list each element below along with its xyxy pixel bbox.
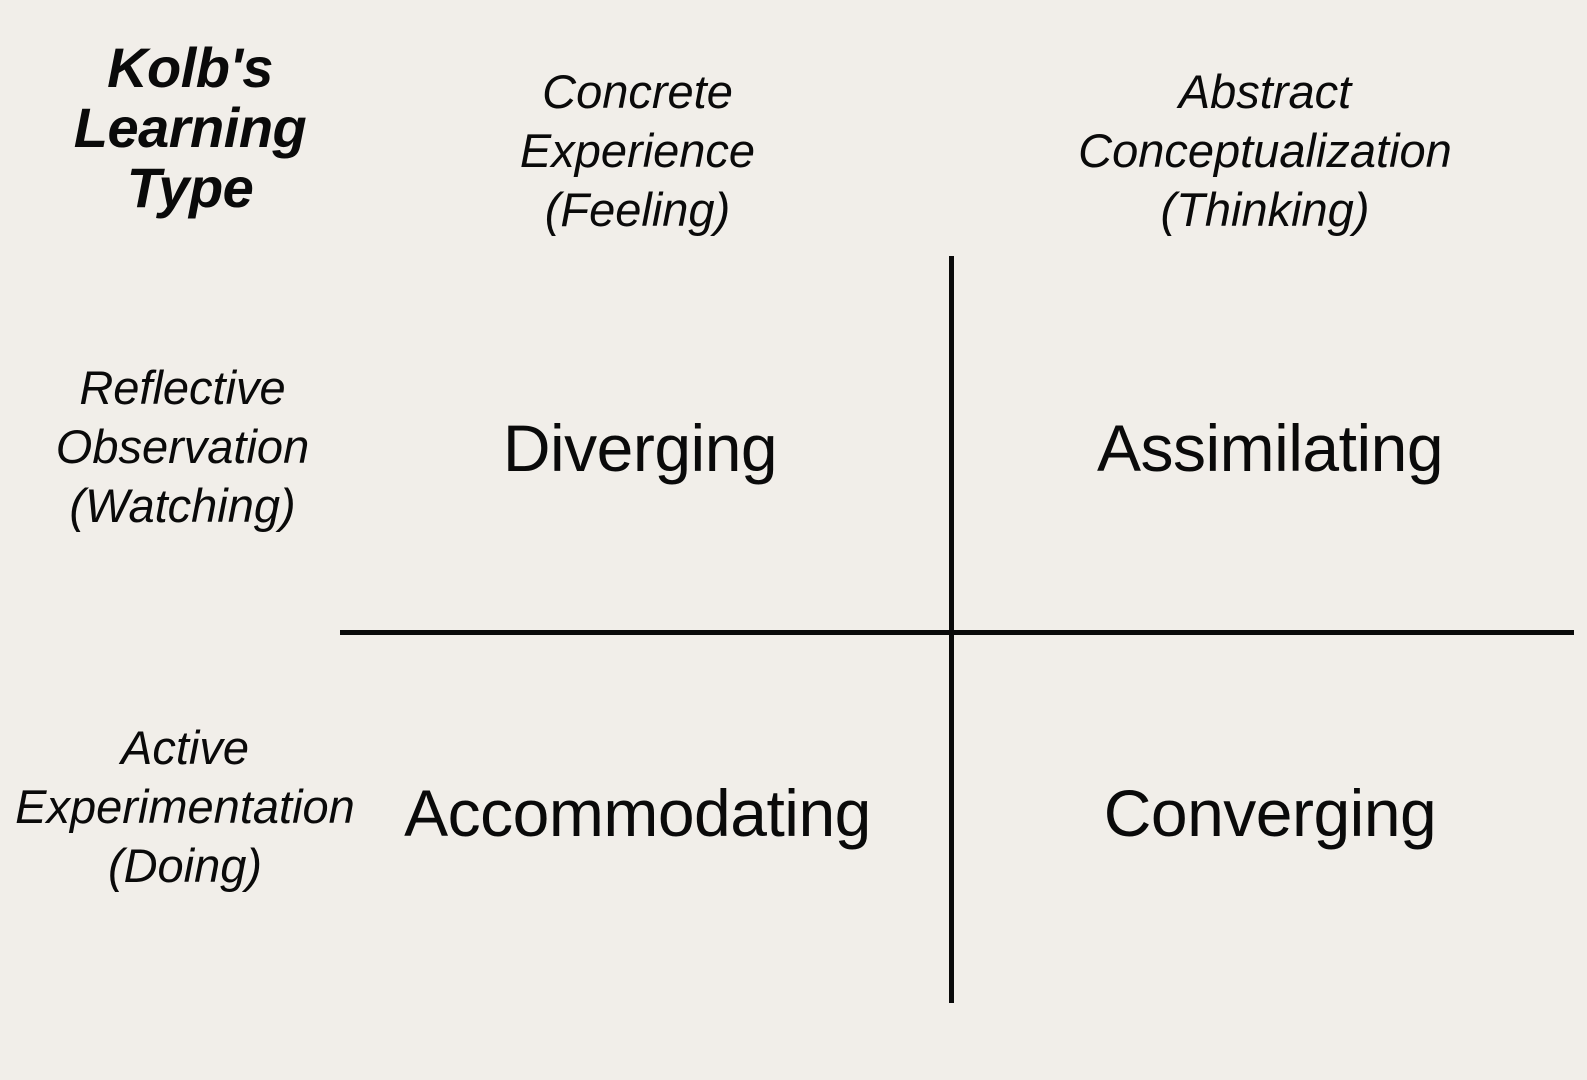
row-header-reflective-observation: Reflective Observation (Watching) [55, 361, 310, 533]
horizontal-divider [340, 630, 1574, 635]
quadrant-label-converging: Converging [1103, 776, 1437, 850]
page-title: Kolb's Learning Type [73, 36, 307, 219]
column-header-concrete-experience: Concrete Experience (Feeling) [519, 65, 756, 237]
quadrant-label-assimilating: Assimilating [1096, 411, 1444, 485]
vertical-divider [949, 256, 954, 1003]
row-header-active-experimentation: Active Experimentation (Doing) [15, 721, 355, 893]
quadrant-label-diverging: Diverging [502, 411, 778, 485]
column-header-abstract-conceptualization: Abstract Conceptualization (Thinking) [1078, 65, 1452, 237]
quadrant-label-accommodating: Accommodating [404, 776, 871, 850]
